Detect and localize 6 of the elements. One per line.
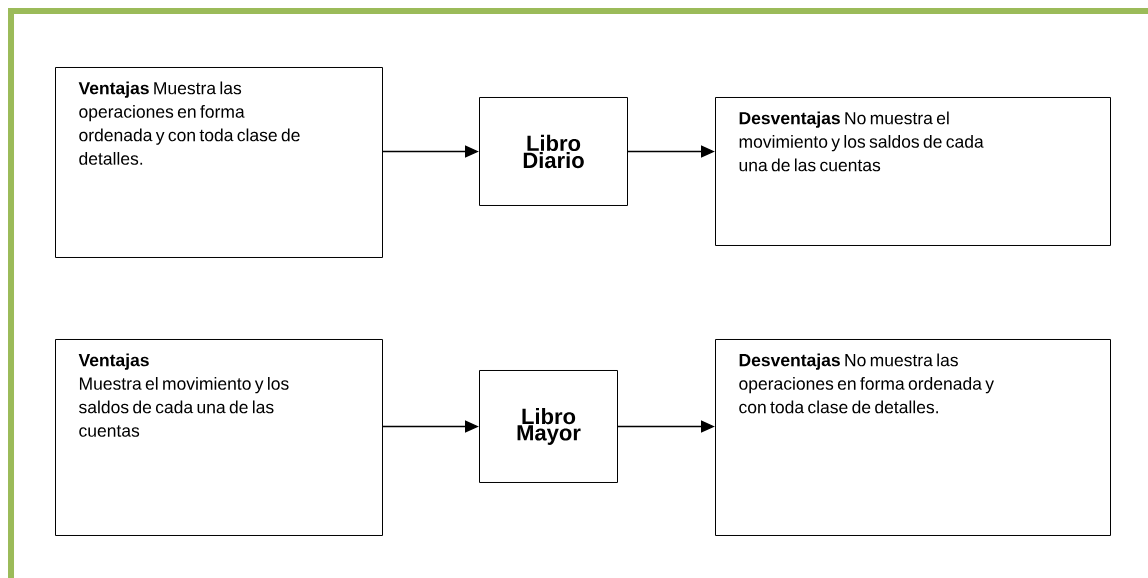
book-box: Libro Mayor — [479, 370, 618, 483]
text-box: Desventajas No muestra las operaciones en forma ordenada y con toda clase de detalles. — [715, 339, 1111, 536]
book-box: Libro Diario — [479, 97, 628, 206]
text-box: Ventajas Muestra el movimiento y los saldos de cada una de las cuentas — [55, 339, 383, 536]
text-box: Ventajas Muestra las operaciones en forma ordenada y con toda clase de detalles. — [55, 67, 383, 258]
text-box: Desventajas No muestra el movimiento y los saldos de cada una de las cuentas — [715, 97, 1111, 246]
